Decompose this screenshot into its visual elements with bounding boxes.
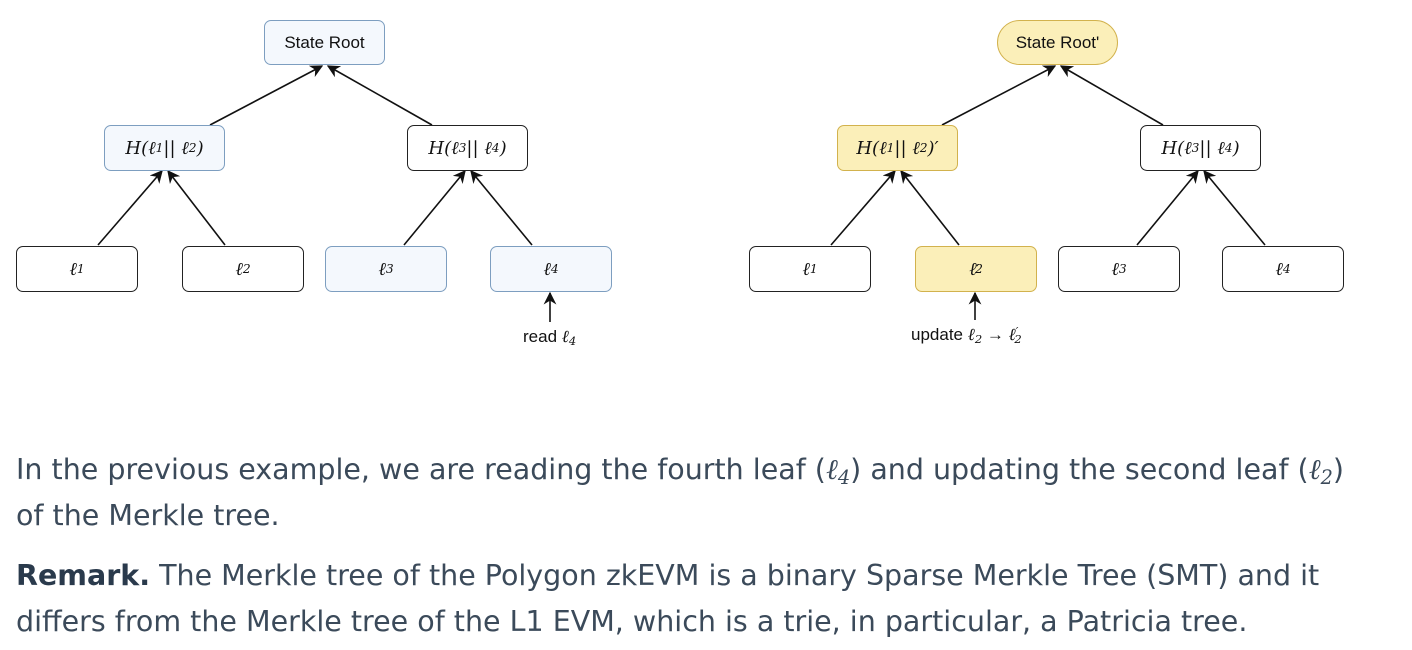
p2-text-b: differs from the Merkle tree of the L1 E…: [16, 605, 1248, 638]
edge-leaf4-to-right-hash-2: [1203, 170, 1266, 246]
leaf-4-math: ℓ4: [825, 453, 851, 489]
edge-leaf3-to-right-hash-2: [1136, 170, 1199, 246]
update-annotation: update ℓ2 → ℓ′2: [911, 323, 1022, 346]
leaf-2-updated: ℓ′2: [915, 246, 1037, 292]
paragraph-example: In the previous example, we are reading …: [16, 447, 1406, 539]
edge-leaf2-to-left-hash: [167, 169, 226, 246]
state-root-node: State Root: [264, 20, 385, 65]
edge-left-hash-to-root: [209, 65, 324, 126]
p1-text-c: ): [1332, 453, 1345, 486]
leaf-2-math: ℓ2: [1308, 453, 1333, 489]
edge-leaf1-to-left-hash: [97, 170, 163, 246]
state-root-updated-node: State Root': [997, 20, 1118, 65]
edge-leaf2-to-left-hash-2: [900, 169, 960, 246]
paragraph-remark: Remark. The Merkle tree of the Polygon z…: [16, 553, 1406, 645]
edge-right-hash-to-root-2: [1059, 65, 1164, 126]
p2-text-a: The Merkle tree of the Polygon zkEVM is …: [150, 559, 1320, 592]
p1-text-b: ) and updating the second leaf (: [850, 453, 1309, 486]
edge-leaf1-to-left-hash-2: [830, 170, 896, 246]
edge-right-hash-to-root: [326, 65, 433, 126]
p1-text-d: of the Merkle tree.: [16, 499, 280, 532]
read-annotation: read ℓ4: [523, 327, 577, 348]
edge-leaf3-to-right-hash: [403, 170, 466, 246]
p1-text-a: In the previous example, we are reading …: [16, 453, 826, 486]
edges: [97, 65, 1266, 322]
remark-label: Remark.: [16, 559, 151, 592]
edge-left-hash-to-root-2: [941, 65, 1057, 126]
edge-leaf4-to-right-hash: [470, 170, 533, 246]
